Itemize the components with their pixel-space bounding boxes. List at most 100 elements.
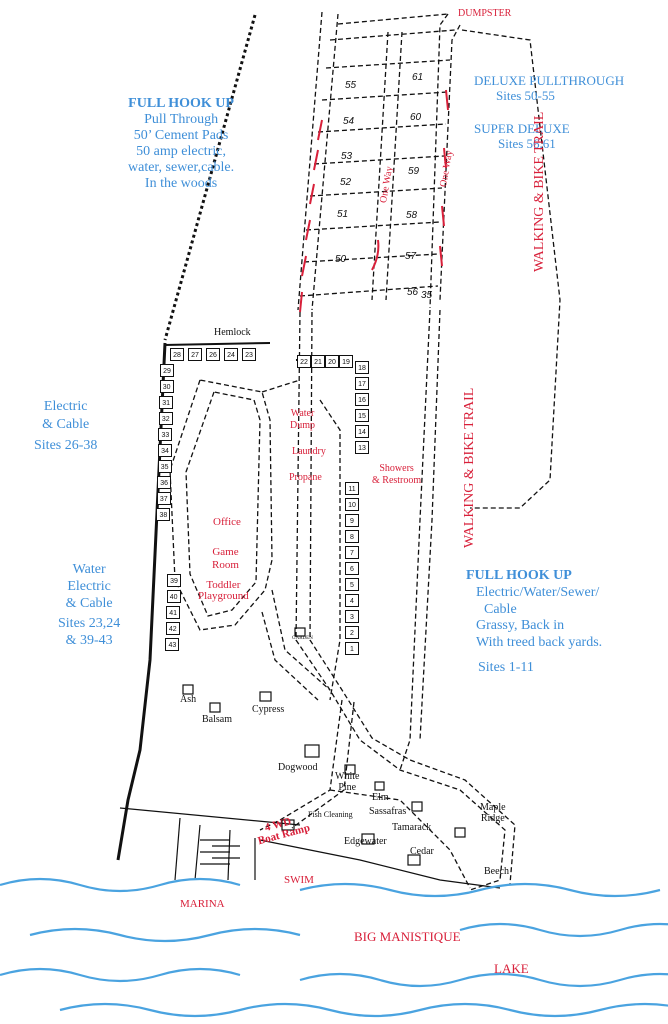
road-dashed-line — [439, 24, 461, 301]
cabin-cedar — [407, 854, 421, 866]
lake-waves — [0, 877, 668, 1018]
pullthrough-site-label: 59 — [408, 166, 420, 177]
tamarack-label: Tamarack — [392, 822, 432, 833]
site-41: 41 — [166, 606, 181, 619]
one-way-arrow — [317, 119, 323, 141]
boundary-line — [116, 342, 167, 861]
site-38: 38 — [156, 508, 171, 521]
site-31: 31 — [159, 396, 174, 409]
elm-label: Elm — [372, 792, 389, 803]
road-dashed-line — [271, 589, 331, 691]
site-9: 9 — [345, 514, 359, 527]
road-dashed-line — [261, 379, 301, 393]
edgewater-label: Edgewater — [344, 836, 387, 847]
fish-cleaning-building — [281, 819, 295, 831]
cabin-edgewater — [361, 833, 375, 845]
lake-label-1: BIG MANISTIQUE — [354, 929, 461, 944]
full-hookup-top-label: FULL HOOK UP Pull Through 50’ Cement Pad… — [128, 96, 235, 192]
site-18: 18 — [355, 361, 369, 374]
super-deluxe-label: SUPER DELUXE Sites 56,61 — [474, 121, 570, 151]
maple-ridge-label: Maple Ridge — [480, 802, 506, 824]
one-way-arrow — [299, 291, 303, 313]
road-dashed-line — [399, 309, 431, 771]
site-11: 11 — [345, 482, 359, 495]
cypress-label: Cypress — [252, 704, 285, 715]
site-29: 29 — [160, 364, 174, 377]
site-15: 15 — [355, 409, 369, 422]
dock — [174, 817, 181, 881]
pullthrough-site-label: 54 — [343, 116, 355, 127]
one-way-arrow — [309, 183, 315, 205]
site-21: 21 — [311, 355, 325, 368]
electric-cable-label: Electric & Cable Sites 26-38 — [34, 399, 98, 453]
pullthrough-site-label: 60 — [410, 112, 422, 123]
cabin-ash — [182, 684, 194, 695]
site-20: 20 — [325, 355, 339, 368]
road-dashed-line — [313, 155, 445, 165]
pullthrough-site-label: 55 — [345, 80, 357, 91]
road-dashed-line — [305, 221, 441, 231]
woods-boundary — [163, 14, 257, 341]
road-dashed-line — [309, 187, 443, 197]
one-way-arrow — [313, 149, 319, 171]
site-35: 35 — [157, 460, 172, 473]
water-electric-cable-label: Water Electric & Cable Sites 23,24 & 39-… — [58, 562, 121, 649]
pullthrough-site-label: 58 — [406, 210, 418, 221]
pullthrough-site-label: 35 — [421, 290, 433, 301]
cabin-sassafras — [411, 801, 423, 812]
beech-label: Beech — [484, 866, 509, 877]
road-dashed-line — [329, 29, 456, 41]
site-27: 27 — [188, 348, 202, 361]
water-dump-label: Water Dump — [290, 408, 315, 431]
fish-cleaning-label: Fish Cleaning — [308, 810, 353, 819]
site-39: 39 — [167, 574, 181, 587]
game-room-label: Game Room — [212, 546, 239, 571]
site-2: 2 — [345, 626, 359, 639]
toddler-playground-label: Toddler Playground — [198, 579, 249, 602]
sassafras-label: Sassafras — [369, 806, 407, 817]
pullthrough-site-label: 57 — [405, 251, 417, 262]
road-dashed-line — [309, 311, 516, 885]
one-way-arrow — [441, 205, 445, 227]
road-dashed-line — [185, 391, 261, 617]
site-6: 6 — [345, 562, 359, 575]
shoreline — [259, 839, 501, 889]
pullthrough-site-label: 51 — [337, 209, 348, 220]
site-17: 17 — [355, 377, 369, 390]
site-10: 10 — [345, 498, 359, 511]
site-22: 22 — [297, 355, 311, 368]
site-3: 3 — [345, 610, 359, 623]
one-way-arrow — [443, 147, 447, 169]
site-16: 16 — [355, 393, 369, 406]
garden-label: GARDEN — [292, 636, 313, 641]
road-dashed-line — [419, 309, 441, 741]
dock — [227, 829, 231, 881]
walking-trail-label-2: WALKING & BIKE TRAIL — [462, 387, 477, 548]
site-40: 40 — [166, 590, 181, 603]
road-dashed-line — [371, 31, 389, 301]
site-43: 43 — [165, 638, 180, 651]
one-way-arrow — [371, 239, 380, 271]
road-dashed-line — [303, 253, 439, 263]
shoreline — [119, 807, 301, 826]
propane-label: Propane — [289, 472, 322, 483]
cabin-white-pine — [344, 764, 356, 775]
site-8: 8 — [345, 530, 359, 543]
road-dashed-line — [311, 13, 339, 311]
cabin-cypress — [259, 691, 272, 702]
site-28: 28 — [170, 348, 184, 361]
road-dashed-line — [291, 701, 355, 829]
site-34: 34 — [158, 444, 172, 457]
site-26: 26 — [206, 348, 220, 361]
office-label: Office — [213, 516, 241, 528]
road-dashed-line — [295, 311, 506, 891]
road-dashed-line — [429, 13, 449, 309]
white-pine-label: White Pine — [335, 771, 360, 793]
road-dashed-line — [329, 789, 471, 889]
pullthrough-site-label: 53 — [341, 151, 353, 162]
one-way-arrow — [445, 89, 449, 111]
site-4: 4 — [345, 594, 359, 607]
site-19: 19 — [339, 355, 353, 368]
road-dashed-line — [321, 91, 449, 101]
site-32: 32 — [158, 412, 173, 425]
